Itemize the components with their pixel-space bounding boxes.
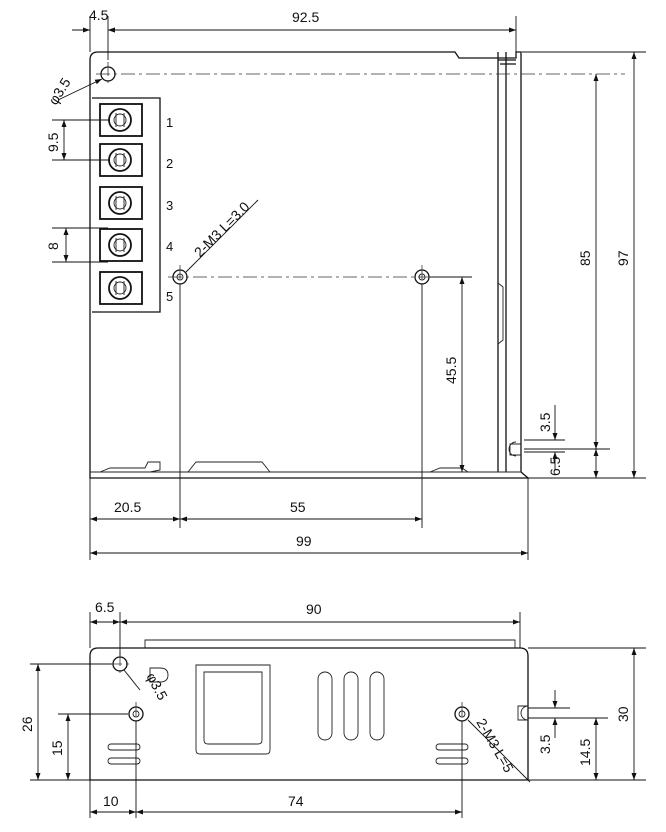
dim-6-5: 6.5 [547, 456, 563, 476]
dim-3-5: 3.5 [537, 412, 553, 432]
top-dimensions [52, 16, 646, 560]
terminal-label-2: 2 [166, 156, 173, 171]
terminal-screw-3 [99, 186, 143, 220]
rail-clip [497, 282, 504, 345]
side-slot [517, 705, 529, 721]
side-view: 6.5 90 φ3.5 2-M3 L=5 26 15 3.5 14.5 30 1… [19, 599, 646, 818]
dim-4-5: 4.5 [89, 7, 109, 23]
side-tab [149, 667, 169, 683]
dim-14-5: 14.5 [577, 739, 593, 766]
top-view-outline [89, 51, 530, 479]
dim-8: 8 [45, 242, 61, 250]
dim-97: 97 [615, 250, 631, 266]
terminal-screw-5 [99, 271, 143, 305]
dim-45-5: 45.5 [443, 357, 459, 384]
dim-99: 99 [296, 533, 312, 549]
m3-holes-top [168, 265, 434, 289]
terminal-label-4: 4 [166, 239, 173, 254]
dim-6-5-side: 6.5 [95, 599, 115, 615]
side-rail [497, 52, 516, 472]
side-top-edge [144, 639, 516, 648]
vent-slots [317, 671, 385, 741]
dim-55: 55 [290, 499, 306, 515]
dim-74: 74 [288, 793, 304, 809]
side-bars [107, 743, 469, 765]
dim-30: 30 [615, 706, 631, 722]
top-view: 1 2 3 4 5 [45, 7, 646, 560]
dim-mount-callout-side: 2-M3 L=5 [473, 716, 517, 776]
dim-92-5: 92.5 [292, 9, 319, 25]
terminal-label-5: 5 [166, 289, 173, 304]
dim-9-5: 9.5 [45, 132, 61, 152]
dim-20-5: 20.5 [114, 499, 141, 515]
dim-26: 26 [19, 716, 35, 732]
dim-85: 85 [577, 250, 593, 266]
terminal-label-1: 1 [166, 115, 173, 130]
dim-10: 10 [103, 793, 119, 809]
terminal-label-3: 3 [166, 198, 173, 213]
dim-hole-dia: φ3.5 [45, 75, 74, 108]
dim-hole-dia-side: φ3.5 [143, 670, 171, 703]
terminal-screw-4 [99, 228, 143, 262]
terminal-labels: 1 2 3 4 5 [166, 115, 173, 304]
rail-slot [508, 441, 521, 457]
dim-15: 15 [49, 740, 65, 756]
dim-mount-callout: 2-M3 L=3.0 [191, 198, 253, 260]
bottom-tabs [90, 461, 521, 473]
side-window [195, 664, 271, 755]
dim-3-5-side: 3.5 [537, 734, 553, 754]
side-dimensions [30, 612, 646, 818]
terminal-block [92, 97, 161, 313]
dim-90: 90 [306, 601, 322, 617]
